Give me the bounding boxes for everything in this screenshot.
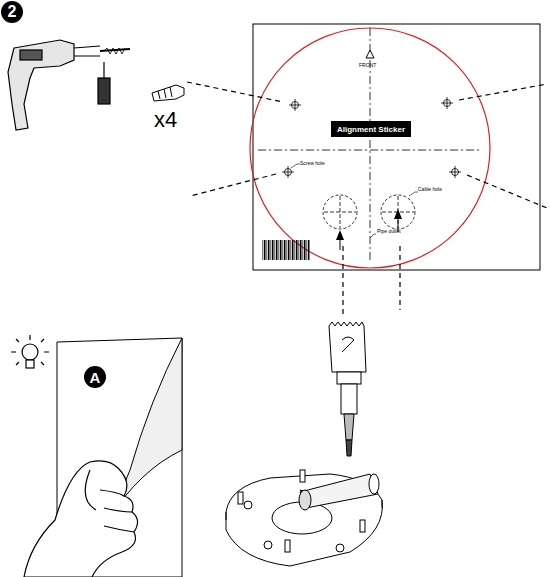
barcode xyxy=(262,240,310,260)
hole-arrows xyxy=(336,209,402,250)
front-label: FRONT xyxy=(359,62,376,68)
outline-circle xyxy=(250,28,490,268)
node-text: 2 xyxy=(8,3,17,21)
cable-holes xyxy=(323,195,415,229)
mount-plate xyxy=(226,470,382,566)
callout-label: Cable hole xyxy=(418,186,442,192)
callout-label: Screw hole xyxy=(300,160,325,166)
hole-saw xyxy=(329,322,366,456)
wall-anchor xyxy=(152,85,184,101)
hand xyxy=(24,461,138,577)
screw-marks xyxy=(282,97,461,178)
tip-icon xyxy=(11,335,49,368)
callout-label: Pipe outlet xyxy=(377,228,401,234)
leader-lines xyxy=(187,82,547,318)
step-badge: 2 xyxy=(1,1,23,23)
tip-badge: A xyxy=(84,366,106,388)
center-lines xyxy=(258,28,482,260)
sticker-title: Alignment Sticker xyxy=(331,121,411,137)
drill xyxy=(8,40,130,130)
node-text: A xyxy=(90,369,101,386)
label-ticks xyxy=(291,164,418,238)
front-mark xyxy=(366,50,374,58)
quantity: x4 xyxy=(154,107,177,133)
node-text: Alignment Sticker xyxy=(337,125,405,134)
sticker-sheet xyxy=(253,24,540,270)
